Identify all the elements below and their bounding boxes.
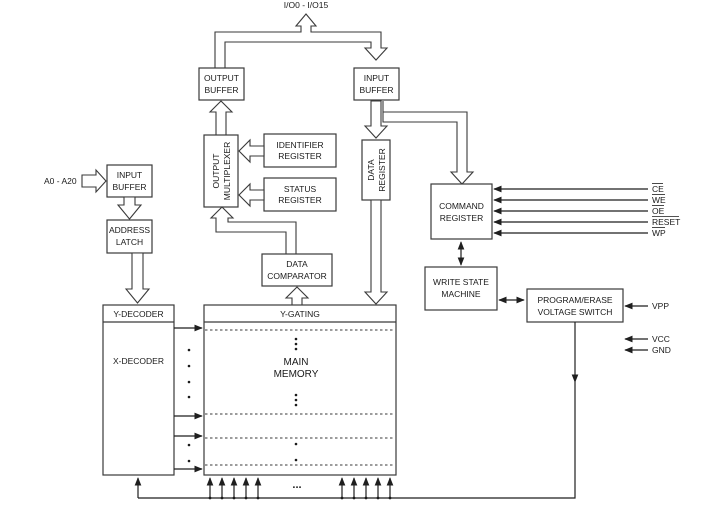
svg-text:WRITE STATE: WRITE STATE (433, 277, 489, 287)
x-decoder-label: X-DECODER (113, 356, 164, 366)
data-register-to-memory-bus (363, 199, 389, 305)
address-bus-label: A0 - A20 (44, 176, 77, 186)
ce-label: CE (652, 184, 664, 194)
svg-text:COMMAND: COMMAND (439, 201, 484, 211)
column-feed-arrows: ... (206, 477, 394, 500)
y-decoder-label: Y-DECODER (113, 309, 163, 319)
identifier-register-block: IDENTIFIER REGISTER (263, 133, 337, 168)
command-register-block: COMMAND REGISTER (430, 183, 493, 240)
data-register-block: DATA REGISTER (361, 139, 391, 201)
status-to-mux-bus (238, 182, 265, 208)
y-gating-label: Y-GATING (280, 309, 320, 319)
io-bus (214, 13, 389, 69)
svg-text:REGISTER: REGISTER (377, 148, 387, 191)
data-comparator-block: DATA COMPARATOR (261, 253, 333, 287)
address-input: A0 - A20 (44, 168, 107, 194)
svg-text:LATCH: LATCH (116, 237, 143, 247)
svg-text:DATA: DATA (286, 259, 308, 269)
io-bus-label: I/O0 - I/O15 (284, 0, 329, 10)
svg-text:BUFFER: BUFFER (113, 182, 147, 192)
main-memory-block: Y-GATING MAIN MEMORY (203, 304, 397, 476)
svg-text:OUTPUT: OUTPUT (204, 73, 239, 83)
input-buffer-to-data-register-bus (363, 100, 389, 139)
svg-text:MULTIPLEXER: MULTIPLEXER (222, 142, 232, 200)
row-select-lines (174, 324, 203, 473)
svg-text:COMPARATOR: COMPARATOR (267, 271, 327, 281)
vpp-label: VPP (652, 301, 669, 311)
input-buffer-to-command-register-bus (382, 101, 475, 185)
svg-text:REGISTER: REGISTER (440, 213, 483, 223)
svg-text:PROGRAM/ERASE: PROGRAM/ERASE (537, 295, 612, 305)
svg-text:STATUS: STATUS (284, 184, 317, 194)
identifier-to-mux-bus (238, 138, 265, 164)
address-input-buffer-block: INPUT BUFFER (106, 164, 153, 198)
control-signal-lines (493, 185, 648, 237)
ygating-to-comparator-bus (284, 286, 310, 306)
reset-label: RESET (652, 217, 680, 227)
svg-text:INPUT: INPUT (364, 73, 390, 83)
address-latch-block: ADDRESS LATCH (106, 219, 153, 254)
vcc-label: VCC (652, 334, 670, 344)
output-multiplexer-block: OUTPUT MULTIPLEXER (203, 134, 239, 208)
buffer-to-latch-bus (116, 196, 143, 220)
svg-text:OUTPUT: OUTPUT (211, 154, 221, 189)
comparator-to-mux-bus (209, 206, 297, 255)
svg-text:IDENTIFIER: IDENTIFIER (276, 140, 323, 150)
program-erase-switch-block: PROGRAM/ERASE VOLTAGE SWITCH (526, 288, 624, 323)
svg-text:BUFFER: BUFFER (205, 85, 239, 95)
svg-text:REGISTER: REGISTER (278, 195, 321, 205)
gnd-label: GND (652, 345, 671, 355)
svg-text:INPUT: INPUT (117, 170, 143, 180)
we-label: WE (652, 195, 666, 205)
output-buffer-block: OUTPUT BUFFER (198, 67, 245, 101)
svg-text:DATA: DATA (366, 159, 376, 181)
svg-text:ADDRESS: ADDRESS (109, 225, 150, 235)
svg-text:REGISTER: REGISTER (278, 151, 321, 161)
status-register-block: STATUS REGISTER (263, 177, 337, 212)
decoder-block: Y-DECODER X-DECODER (102, 304, 175, 476)
mux-to-output-buffer-bus (208, 100, 234, 136)
latch-to-decoder-bus (124, 252, 151, 304)
wp-label: WP (652, 228, 666, 238)
main-memory-label-1: MAIN (284, 357, 309, 368)
io-input-buffer-block: INPUT BUFFER (353, 67, 400, 101)
pe-feedback-line (138, 382, 576, 499)
oe-label: OE (652, 206, 665, 216)
svg-text:BUFFER: BUFFER (360, 85, 394, 95)
svg-text:MACHINE: MACHINE (441, 289, 481, 299)
column-ellipsis: ... (292, 479, 301, 491)
control-signal-labels: CE WE OE RESET WP (652, 183, 680, 238)
write-state-machine-block: WRITE STATE MACHINE (424, 266, 498, 311)
main-memory-label-2: MEMORY (274, 369, 319, 380)
svg-text:VOLTAGE SWITCH: VOLTAGE SWITCH (538, 307, 613, 317)
